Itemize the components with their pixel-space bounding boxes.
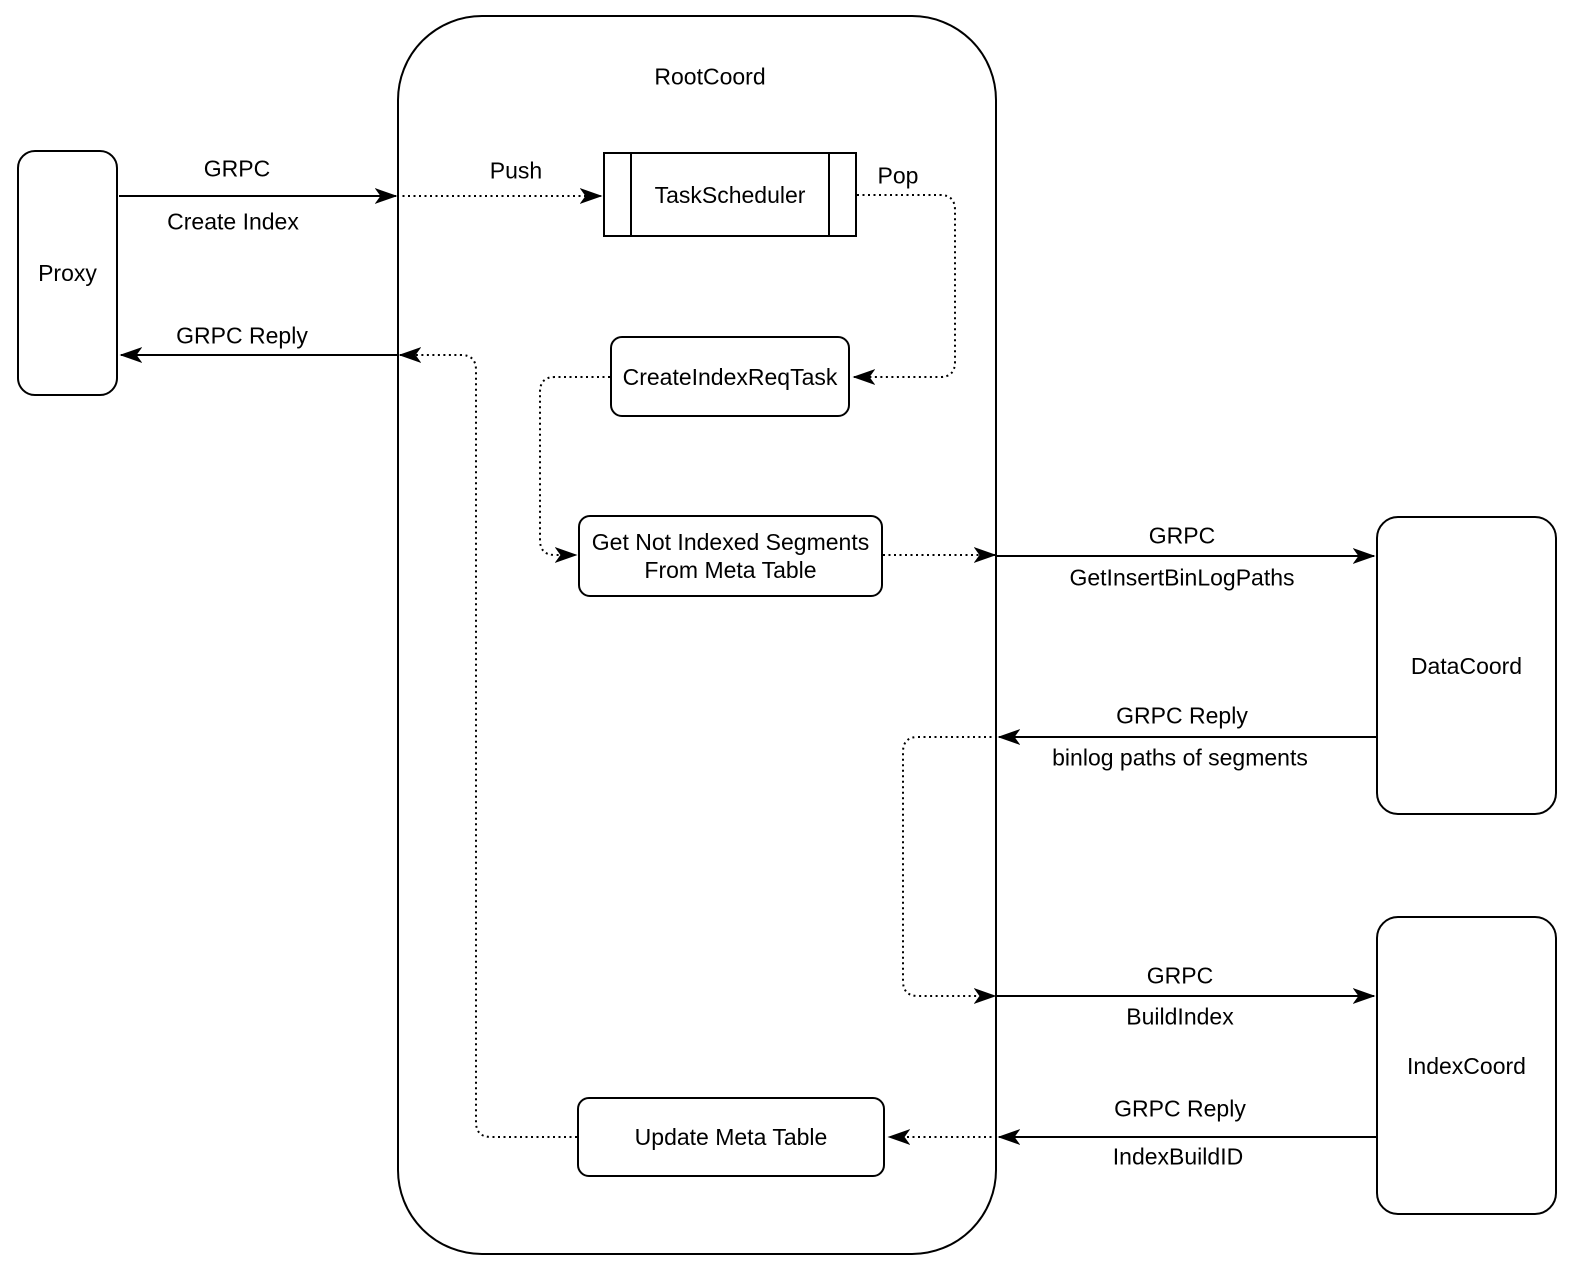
update-meta-table-label: Update Meta Table — [634, 1124, 828, 1150]
get-not-indexed-segments-node: Get Not Indexed Segments From Meta Table — [578, 515, 883, 597]
create-index-req-task-node: CreateIndexReqTask — [610, 336, 850, 417]
edge-label-indexbuildid: IndexBuildID — [1112, 1143, 1244, 1170]
get-not-indexed-segments-label-line2: From Meta Table — [644, 557, 817, 583]
edge-label-buildindex: BuildIndex — [1126, 1003, 1234, 1030]
edge-label-grpc-3: GRPC — [1146, 962, 1214, 989]
indexcoord-node: IndexCoord — [1376, 916, 1557, 1215]
create-index-req-task-label: CreateIndexReqTask — [622, 363, 838, 390]
edge-label-binlog-paths: binlog paths of segments — [1052, 744, 1308, 771]
edge-label-grpc-1: GRPC — [203, 155, 271, 182]
datacoord-label: DataCoord — [1410, 652, 1523, 679]
edge-label-grpc-2: GRPC — [1148, 522, 1216, 549]
edge-label-getinsertbinlogpaths: GetInsertBinLogPaths — [1069, 564, 1295, 591]
update-meta-table-node: Update Meta Table — [577, 1097, 885, 1177]
datacoord-node: DataCoord — [1376, 516, 1557, 815]
edge-label-pop: Pop — [877, 162, 919, 189]
edge-label-grpc-reply-proxy: GRPC Reply — [176, 322, 308, 349]
proxy-node: Proxy — [17, 150, 118, 396]
taskscheduler-node: TaskScheduler — [603, 152, 857, 237]
indexcoord-label: IndexCoord — [1407, 1052, 1526, 1079]
taskscheduler-right-bar — [828, 154, 830, 235]
edge-label-grpc-reply-datacoord: GRPC Reply — [1116, 702, 1248, 729]
edge-label-push: Push — [489, 157, 543, 184]
taskscheduler-label: TaskScheduler — [654, 181, 806, 208]
taskscheduler-left-bar — [630, 154, 632, 235]
edge-label-create-index: Create Index — [167, 208, 299, 235]
rootcoord-container — [397, 15, 997, 1255]
get-not-indexed-segments-label-line1: Get Not Indexed Segments — [591, 529, 870, 555]
rootcoord-label: RootCoord — [654, 63, 766, 90]
proxy-label: Proxy — [38, 260, 97, 286]
edge-label-grpc-reply-indexcoord: GRPC Reply — [1114, 1095, 1246, 1122]
